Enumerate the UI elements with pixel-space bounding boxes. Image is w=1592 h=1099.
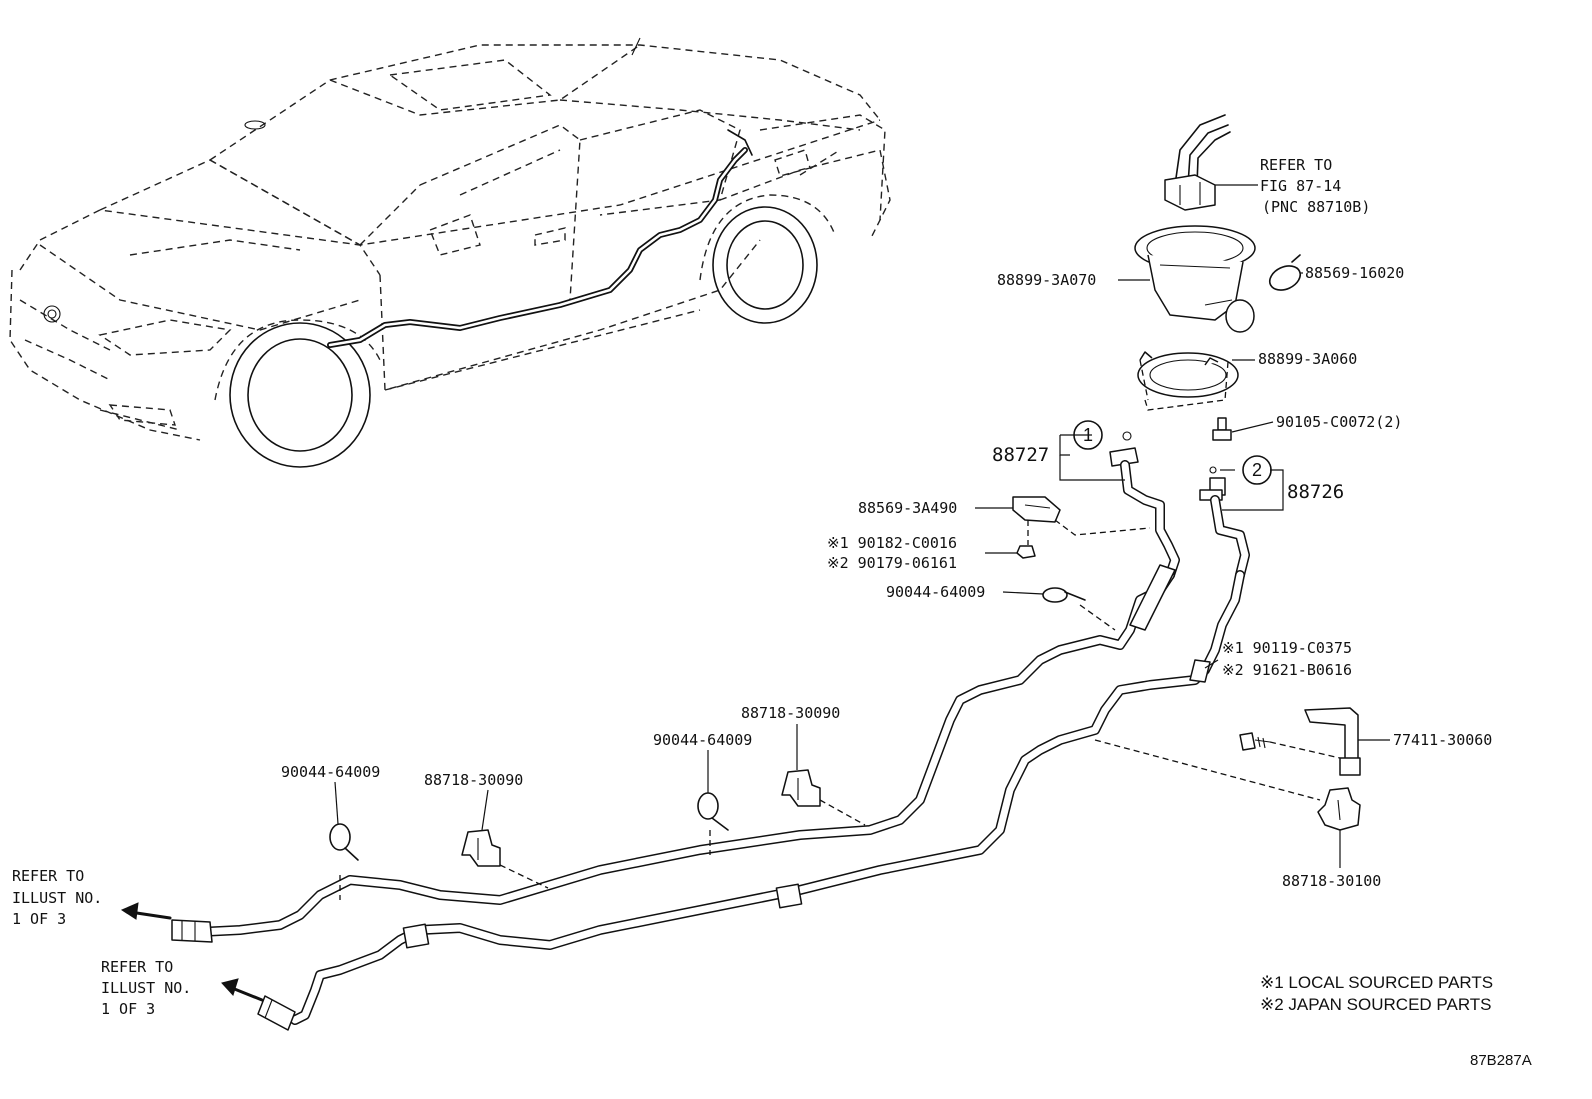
label-88726: 88726 <box>1287 481 1344 503</box>
label-88569-16020: 88569-16020 <box>1305 264 1404 282</box>
label-77411-30060: 77411-30060 <box>1393 731 1492 749</box>
filler-cap-housing-88899-3A070 <box>1134 225 1256 333</box>
label-88569-3A490: 88569-3A490 <box>858 499 957 517</box>
clip-88718-30090-a <box>461 829 501 867</box>
refer-fig-line1: REFER TO <box>1260 156 1332 174</box>
refer-fig-line3: (PNC 88710B) <box>1262 198 1370 216</box>
leader-lines <box>334 184 1390 868</box>
note-japan-sourced: ※2 JAPAN SOURCED PARTS <box>1260 995 1492 1014</box>
label-88727: 88727 <box>992 444 1049 466</box>
svg-text:1: 1 <box>1083 425 1093 445</box>
car-illustration <box>9 37 891 468</box>
ring-gasket-88899-3A060 <box>1137 351 1239 398</box>
refer-illust-1-line3: 1 OF 3 <box>12 910 66 928</box>
refer-illust-1-line2: ILLUST NO. <box>12 889 102 907</box>
refer-illust-1-line1: REFER TO <box>12 867 84 885</box>
label-90105-C0072: 90105-C0072(2) <box>1276 413 1402 431</box>
fuel-lines <box>171 564 1245 1031</box>
label-90182-C0016: ※1 90182-C0016 <box>827 534 957 552</box>
hose-88727 <box>1109 431 1180 580</box>
label-88899-3A070: 88899-3A070 <box>997 271 1096 289</box>
label-88718-30100: 88718-30100 <box>1282 872 1381 890</box>
note-local-sourced: ※1 LOCAL SOURCED PARTS <box>1260 973 1493 992</box>
clamp-90044-64009-a <box>1042 587 1086 603</box>
clip-88718-30100 <box>1317 787 1361 831</box>
clamp-88569-16020 <box>1268 254 1302 291</box>
label-88718-30090-a: 88718-30090 <box>424 771 523 789</box>
figure-code: 87B287A <box>1470 1052 1532 1069</box>
label-90119-C0375: ※1 90119-C0375 <box>1222 639 1352 657</box>
refer-illust-2-line1: REFER TO <box>101 958 173 976</box>
bracket-77411-30060 <box>1304 707 1361 776</box>
filler-pipe-connector <box>1164 114 1231 211</box>
callout-circle-2: 2 <box>1242 455 1272 485</box>
refer-fig-line2: FIG 87-14 <box>1260 177 1341 195</box>
screw-90119-C0375 <box>1239 732 1271 751</box>
label-90179-06161: ※2 90179-06161 <box>827 554 957 572</box>
arrow-left-1 <box>120 902 172 920</box>
refer-illust-2-line2: ILLUST NO. <box>101 979 191 997</box>
hose-88726 <box>1199 466 1250 580</box>
label-90044-64009-c: 90044-64009 <box>653 731 752 749</box>
bolt-90105-C0072 <box>1212 417 1232 441</box>
clip-88569-3A490 <box>1012 496 1061 523</box>
clip-88718-30090-b <box>781 769 821 807</box>
refer-illust-2-line3: 1 OF 3 <box>101 1000 155 1018</box>
clamp-90044-64009-c <box>697 792 729 831</box>
arrow-left-2 <box>221 978 264 1002</box>
label-88718-30090-b: 88718-30090 <box>741 704 840 722</box>
label-88899-3A060: 88899-3A060 <box>1258 350 1357 368</box>
label-91621-B0616: ※2 91621-B0616 <box>1222 661 1352 679</box>
label-90044-64009-a: 90044-64009 <box>886 583 985 601</box>
callout-circle-1: 1 <box>1073 420 1103 450</box>
svg-text:2: 2 <box>1252 460 1262 480</box>
clamp-90044-64009-b <box>329 823 359 861</box>
label-90044-64009-b: 90044-64009 <box>281 763 380 781</box>
dashed-reference-lines <box>339 359 1341 900</box>
nut-90182-C0016 <box>1016 545 1036 559</box>
